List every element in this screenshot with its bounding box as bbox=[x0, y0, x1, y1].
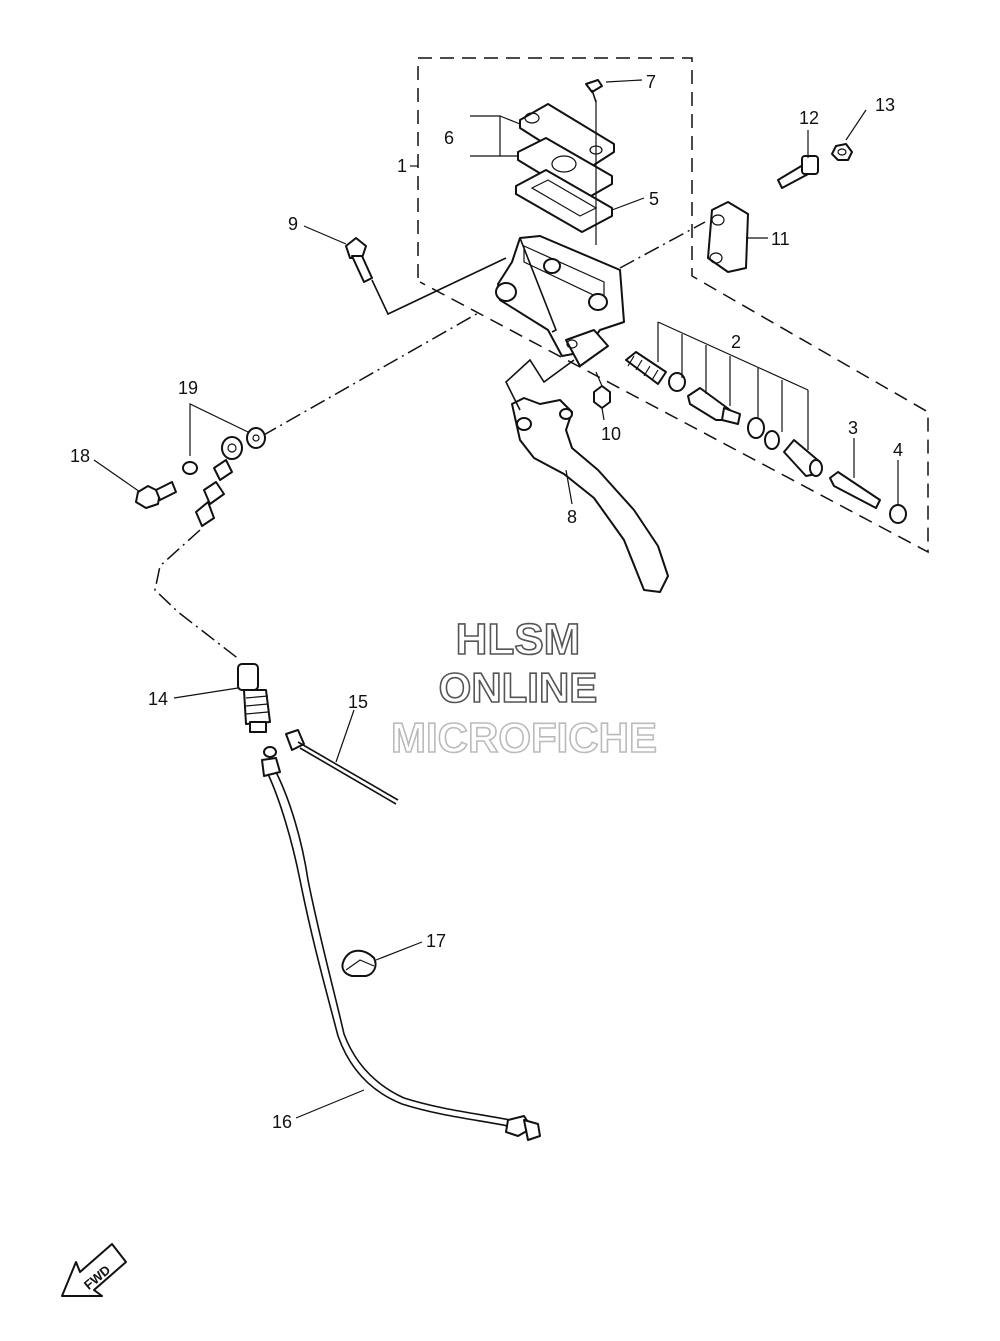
cable-tie-15 bbox=[285, 729, 399, 805]
piston-kit bbox=[625, 351, 823, 477]
callout-19: 19 bbox=[178, 378, 198, 398]
holder-clamp bbox=[707, 201, 749, 273]
callout-18: 18 bbox=[70, 446, 90, 466]
hose-clamp-17 bbox=[341, 949, 377, 977]
union-bolt-18 bbox=[135, 481, 177, 509]
clutch-lever bbox=[505, 358, 669, 593]
watermark: HLSM ONLINE MICROFICHE bbox=[390, 614, 658, 762]
assembly-boundary bbox=[417, 57, 929, 554]
clutch-pipe-16 bbox=[261, 746, 541, 1141]
callout-2: 2 bbox=[731, 332, 741, 352]
reservoir-cap-assembly bbox=[515, 79, 615, 245]
leader-lines bbox=[93, 79, 899, 1119]
callout-7: 7 bbox=[646, 72, 656, 92]
watermark-line-2: ONLINE bbox=[439, 664, 598, 711]
callout-11: 11 bbox=[771, 229, 790, 249]
callout-3: 3 bbox=[848, 418, 858, 438]
callout-12: 12 bbox=[799, 108, 819, 128]
watermark-line-1: HLSM bbox=[456, 615, 581, 664]
callout-5: 5 bbox=[649, 189, 659, 209]
piston-kit-bracket bbox=[657, 321, 809, 450]
banjo-fitting bbox=[195, 436, 243, 527]
bolt-12 bbox=[777, 155, 819, 189]
callout-16: 16 bbox=[272, 1112, 292, 1132]
callouts: 1 2 3 4 5 6 7 8 9 10 11 12 13 14 15 16 1… bbox=[70, 72, 903, 1132]
watermark-line-3: MICROFICHE bbox=[391, 714, 657, 761]
callout-17: 17 bbox=[426, 931, 446, 951]
callout-9: 9 bbox=[288, 214, 298, 234]
callout-8: 8 bbox=[567, 507, 577, 527]
hose-fitting-14 bbox=[237, 663, 271, 733]
pivot-bolt-9 bbox=[345, 237, 507, 316]
callout-6: 6 bbox=[444, 128, 454, 148]
callout-10: 10 bbox=[601, 424, 621, 444]
forward-arrow-icon: FWD bbox=[61, 1243, 127, 1297]
callout-1: 1 bbox=[397, 156, 407, 176]
callout-4: 4 bbox=[893, 440, 903, 460]
nut-10 bbox=[593, 371, 611, 409]
callout-14: 14 bbox=[148, 689, 168, 709]
master-cylinder-body bbox=[495, 235, 625, 367]
push-rod-3 bbox=[829, 471, 881, 509]
callout-15: 15 bbox=[348, 692, 368, 712]
boot-4 bbox=[889, 504, 907, 524]
center-lines bbox=[154, 221, 706, 661]
callout-13: 13 bbox=[875, 95, 895, 115]
gasket-19 bbox=[182, 427, 266, 475]
nut-13 bbox=[831, 143, 853, 161]
